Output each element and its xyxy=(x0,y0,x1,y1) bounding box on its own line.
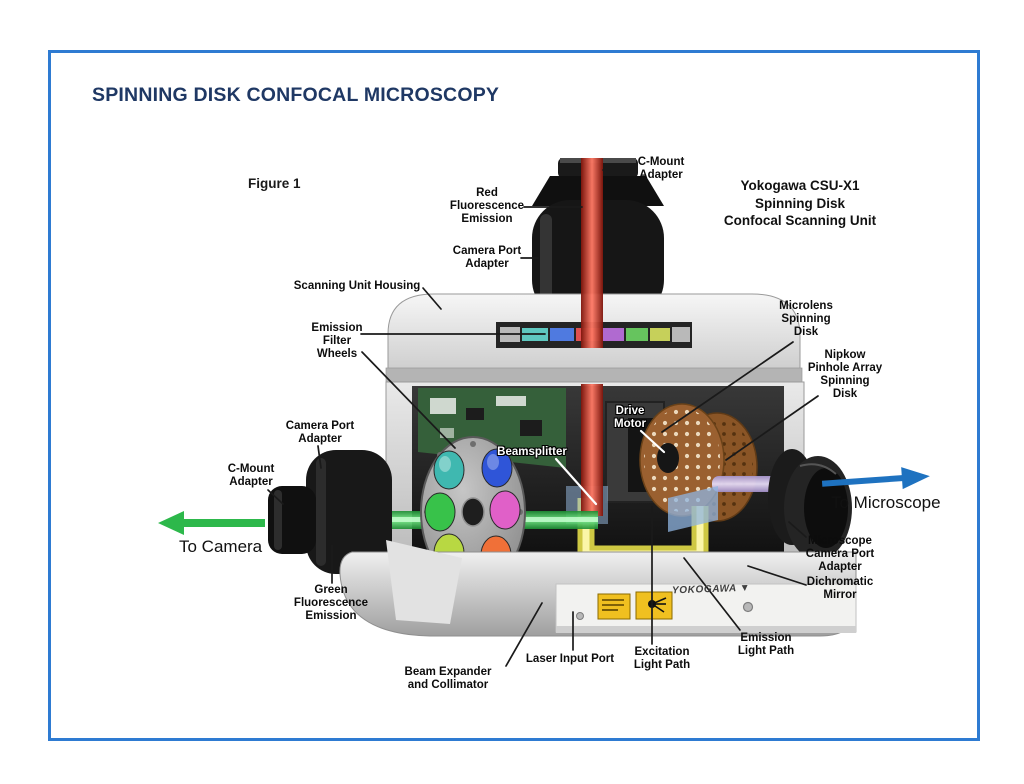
callout-camera-port-adapter-left: Camera Port Adapter xyxy=(285,420,355,445)
callout-green-fluorescence-emission: Green Fluorescence Emission xyxy=(293,584,369,622)
figure-label: Figure 1 xyxy=(248,176,301,191)
microlens-disk xyxy=(639,403,725,517)
to-camera-label: To Camera xyxy=(179,537,263,556)
callout-c-mount-adapter-left: C-Mount Adapter xyxy=(227,463,275,488)
callout-microlens-spinning-disk: Microlens Spinning Disk xyxy=(779,300,833,338)
red-emission-beam xyxy=(581,158,603,516)
callout-dichromatic-mirror: Dichromatic Mirror xyxy=(806,576,874,601)
to-camera-arrow xyxy=(158,511,265,535)
callout-excitation-light-path: Excitation Light Path xyxy=(633,646,691,671)
callout-nipkow-pinhole-array-spinning-disk: Nipkow Pinhole Array Spinning Disk xyxy=(807,349,883,400)
leader-lines xyxy=(267,169,819,667)
device-title: Yokogawa CSU-X1 Spinning Disk Confocal S… xyxy=(723,178,877,229)
to-microscope-arrow xyxy=(821,467,930,490)
laser-burst-sticker xyxy=(635,591,673,620)
to-microscope-label: To Microscope xyxy=(831,493,941,512)
callout-c-mount-adapter-top: C-Mount Adapter xyxy=(637,156,685,181)
callout-scanning-unit-housing: Scanning Unit Housing xyxy=(293,280,421,292)
callout-emission-light-path: Emission Light Path xyxy=(737,632,795,657)
callout-laser-input-port: Laser Input Port xyxy=(525,653,615,665)
callout-red-fluorescence-emission: Red Fluorescence Emission xyxy=(449,187,525,225)
callout-camera-port-adapter-top: Camera Port Adapter xyxy=(452,245,522,270)
callout-beam-expander-and-collimator: Beam Expander and Collimator xyxy=(404,666,492,691)
left-camera-port xyxy=(268,450,392,574)
callout-drive-motor: Drive Motor xyxy=(614,405,646,430)
leader-lines-white xyxy=(554,429,666,506)
callout-beamsplitter: Beamsplitter xyxy=(497,446,567,458)
page-title: SPINNING DISK CONFOCAL MICROSCOPY xyxy=(92,84,500,106)
emission-filter-wheel xyxy=(420,436,526,588)
laser-warning-sticker xyxy=(597,593,631,620)
dichromatic-mirror-shape xyxy=(668,486,718,532)
base xyxy=(339,540,857,637)
callout-emission-filter-wheels: Emission Filter Wheels xyxy=(311,322,363,360)
callout-microscope-camera-port-adapter: Microscope Camera Port Adapter xyxy=(805,535,875,573)
